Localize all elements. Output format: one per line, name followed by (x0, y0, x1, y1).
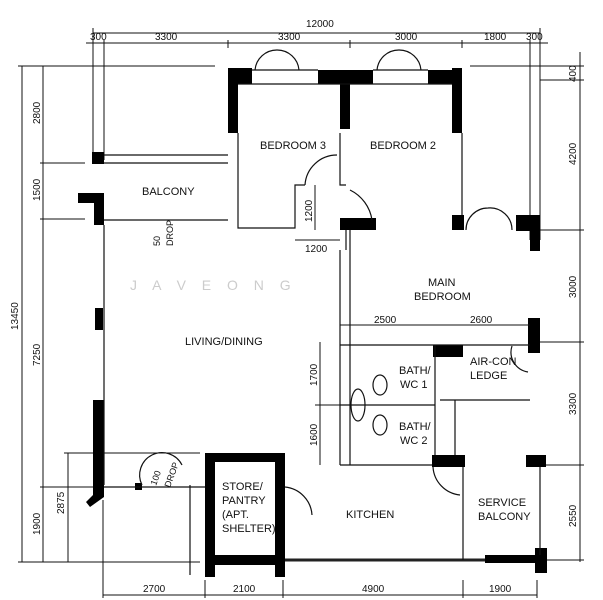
dim-left: 7250 (32, 343, 43, 366)
dim-bottom: 2700 (143, 584, 166, 595)
dim-top: 1800 (484, 32, 507, 43)
dim-bottom: 2100 (233, 584, 256, 595)
dim-top: 3300 (278, 32, 301, 43)
dim-right: 3300 (568, 392, 579, 415)
dim-top-total: 12000 (306, 19, 334, 30)
dim-left: 1900 (32, 512, 43, 535)
right-dimensions: 400 4200 3000 3300 2550 (470, 52, 584, 562)
room-labels: BEDROOM 3 BEDROOM 2 BALCONY MAIN BEDROOM… (142, 140, 531, 535)
room-aircon-ledge: LEDGE (470, 370, 507, 382)
dim-left: 1500 (32, 178, 43, 201)
drop-note: DROP (162, 461, 180, 489)
dim-top: 300 (526, 32, 543, 43)
drop-note: 50 (152, 236, 162, 246)
room-bedroom-2: BEDROOM 2 (370, 140, 436, 152)
top-dimensions: 12000 300 3300 3300 3000 1800 300 (86, 19, 548, 240)
dim-left-inner: 2875 (56, 491, 67, 514)
dim-right: 2550 (568, 504, 579, 527)
internal-dimensions: 1200 1200 2500 2600 1700 1600 (295, 185, 530, 465)
room-aircon-ledge: AIR-CON (470, 356, 517, 368)
walls (78, 68, 547, 577)
room-main-bedroom: MAIN (428, 277, 456, 289)
dim-bath1: 1700 (309, 363, 320, 386)
drop-note: 100 (148, 469, 163, 487)
dim-bottom: 1900 (489, 584, 512, 595)
room-store-pantry: SHELTER) (222, 523, 276, 535)
drop-note: DROP (165, 220, 175, 246)
room-store-pantry: PANTRY (222, 495, 266, 507)
dim-bottom: 4900 (362, 584, 385, 595)
room-bath-wc-1: BATH/ (399, 365, 432, 377)
room-bath-wc-2: BATH/ (399, 421, 432, 433)
dim-bath2: 1600 (309, 423, 320, 446)
room-service-balcony: SERVICE (478, 497, 526, 509)
watermark: J A V E O N G (130, 277, 297, 293)
room-balcony: BALCONY (142, 186, 195, 198)
room-bedroom-3: BEDROOM 3 (260, 140, 326, 152)
dim-right: 400 (568, 65, 579, 82)
dim-mb-right: 2600 (470, 315, 493, 326)
room-store-pantry: (APT. (222, 509, 249, 521)
dim-top: 3300 (155, 32, 178, 43)
dim-corridor-v: 1200 (304, 199, 315, 222)
dim-top: 300 (90, 32, 107, 43)
room-service-balcony: BALCONY (478, 511, 531, 523)
left-dimensions: 13450 2800 1500 7250 1900 2875 (10, 65, 215, 563)
room-kitchen: KITCHEN (346, 509, 394, 521)
dim-right: 3000 (568, 275, 579, 298)
dim-right: 4200 (568, 142, 579, 165)
bottom-dimensions: 2700 2100 4900 1900 (102, 500, 538, 598)
room-bath-wc-2: WC 2 (400, 435, 428, 447)
dim-top: 3000 (395, 32, 418, 43)
room-bath-wc-1: WC 1 (400, 379, 428, 391)
room-living-dining: LIVING/DINING (185, 336, 263, 348)
dim-mb-left: 2500 (374, 315, 397, 326)
room-main-bedroom: BEDROOM (414, 291, 471, 303)
dim-left-total: 13450 (10, 302, 21, 330)
partitions (103, 49, 541, 575)
dim-left: 2800 (32, 101, 43, 124)
room-store-pantry: STORE/ (222, 481, 264, 493)
dim-corridor-h: 1200 (305, 244, 328, 255)
